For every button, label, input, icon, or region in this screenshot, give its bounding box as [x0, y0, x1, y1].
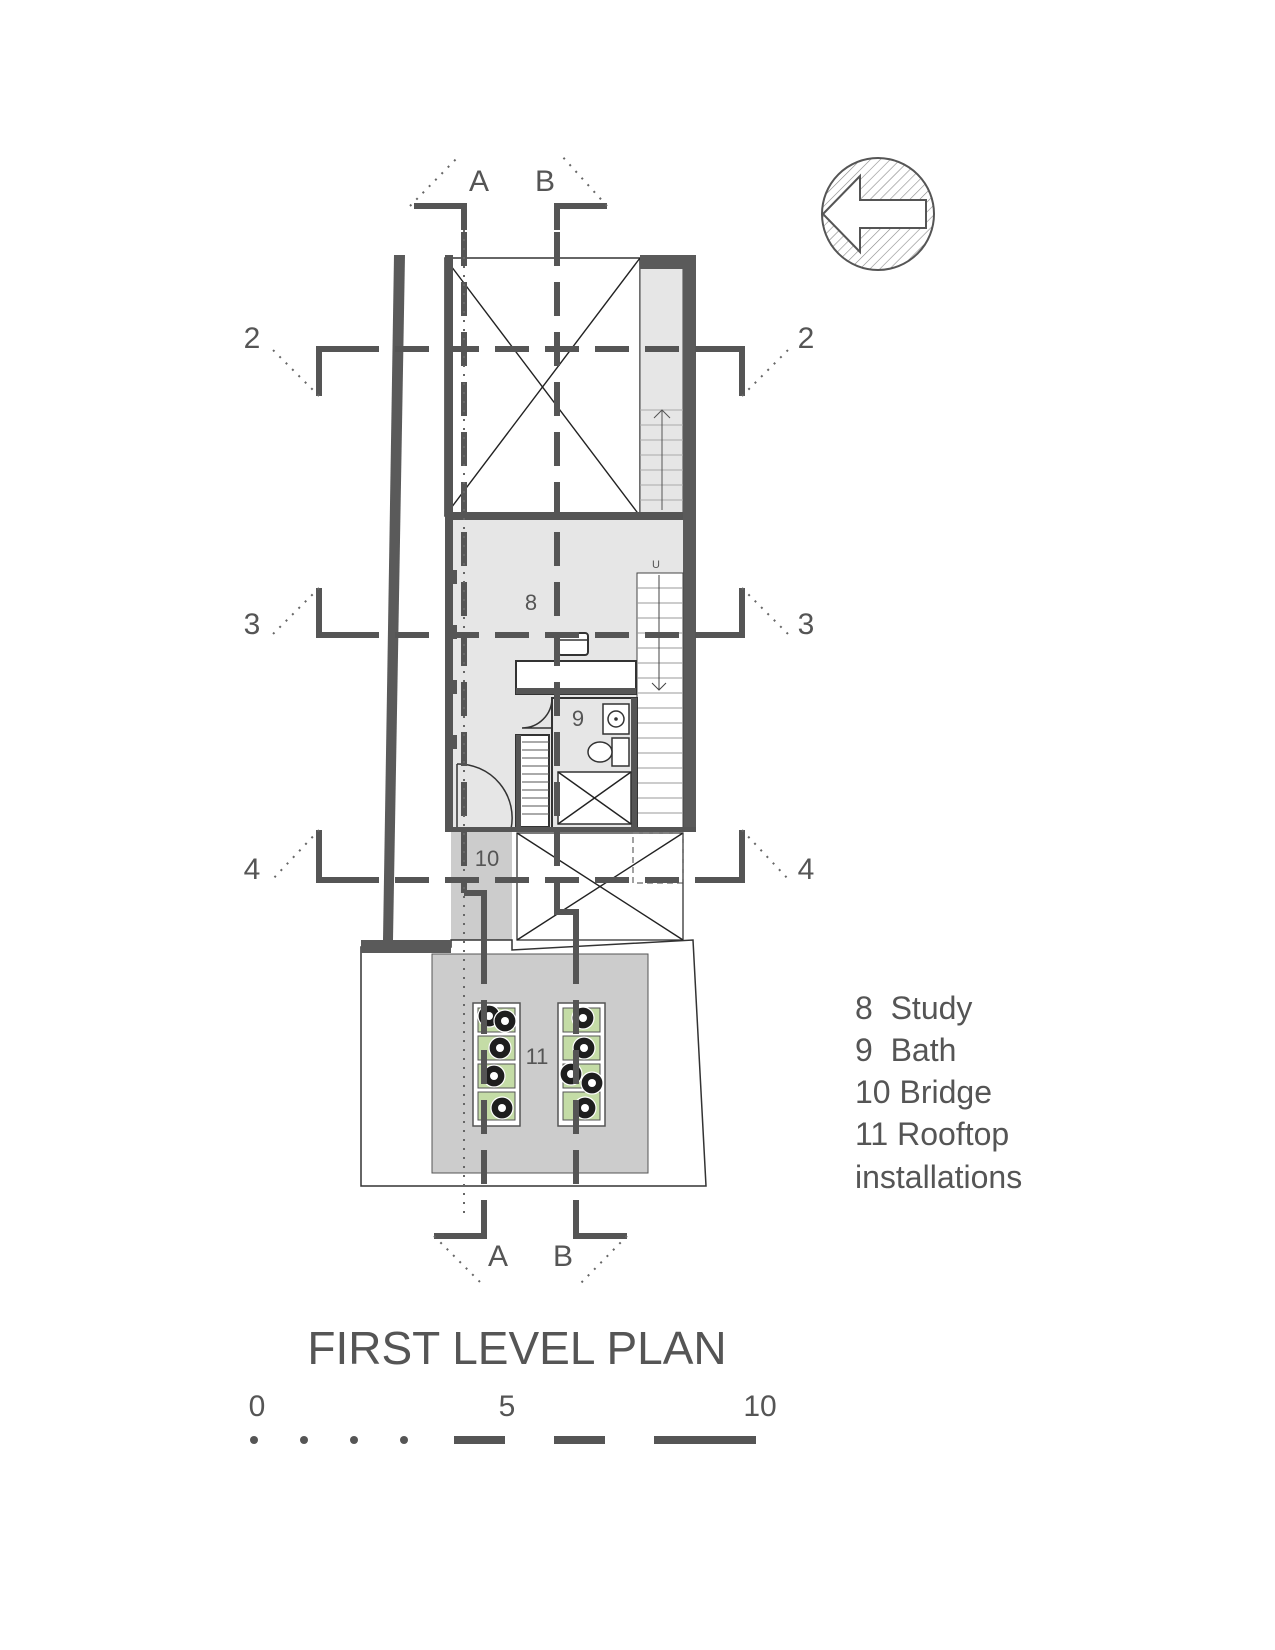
section-line-b	[554, 154, 628, 1287]
boundary-wall	[383, 255, 405, 940]
legend-item-rooftop: 11 Rooftop	[855, 1116, 1009, 1152]
section-line-2	[271, 346, 790, 397]
legend: 8 Study 9 Bath 10 Bridge 11 Rooftop inst…	[855, 990, 1022, 1195]
main-stair	[636, 572, 684, 830]
room-number-study: 8	[525, 590, 537, 615]
study-south-edge	[445, 827, 696, 832]
east-wall	[683, 255, 696, 832]
legend-item-study: 8 Study	[855, 990, 972, 1026]
section-mark-a-bottom: A	[488, 1240, 508, 1273]
legend-item-bridge: 10 Bridge	[855, 1074, 992, 1110]
north-arrow-icon	[821, 157, 935, 271]
section-mark-b-bottom: B	[553, 1240, 573, 1273]
section-line-4	[271, 829, 790, 883]
room-number-bridge: 10	[475, 846, 499, 871]
legend-item-bath: 9 Bath	[855, 1032, 956, 1068]
wardrobe	[515, 734, 550, 828]
scale-label-5: 5	[499, 1390, 516, 1423]
section-mark-3-right: 3	[798, 608, 815, 641]
room-number-rooftop: 11	[526, 1044, 549, 1069]
scale-bar: 0 5 10	[249, 1390, 777, 1444]
plant-icon	[490, 1096, 514, 1120]
legend-item-installations: installations	[855, 1159, 1022, 1195]
section-mark-a-top: A	[469, 165, 489, 198]
section-mark-b-top: B	[535, 165, 555, 198]
section-mark-4-left: 4	[244, 853, 261, 886]
section-mark-2-left: 2	[244, 322, 261, 355]
scale-label-10: 10	[743, 1390, 776, 1423]
plan-title: FIRST LEVEL PLAN	[307, 1322, 726, 1374]
bath-room	[521, 697, 638, 829]
section-mark-3-left: 3	[244, 608, 261, 641]
stair-up-marker: U	[652, 559, 660, 571]
east-wall-cap	[640, 255, 696, 269]
rooftop-installations-area	[431, 953, 649, 1174]
section-line-3	[271, 587, 790, 638]
plant-icon	[580, 1071, 604, 1095]
plant-icon	[493, 1009, 517, 1033]
scale-label-0: 0	[249, 1390, 266, 1423]
entry-door	[456, 763, 513, 830]
section-mark-4-right: 4	[798, 853, 815, 886]
room-number-bath: 9	[572, 706, 584, 731]
rooftop-parapet	[361, 940, 451, 953]
slab-edge	[445, 512, 683, 520]
lower-void	[516, 832, 684, 941]
desk	[515, 660, 637, 695]
upper-stair	[639, 264, 684, 516]
void-open-below	[444, 255, 641, 517]
plant-icon	[488, 1036, 512, 1060]
section-line-a	[409, 154, 487, 1287]
section-mark-2-right: 2	[798, 322, 815, 355]
